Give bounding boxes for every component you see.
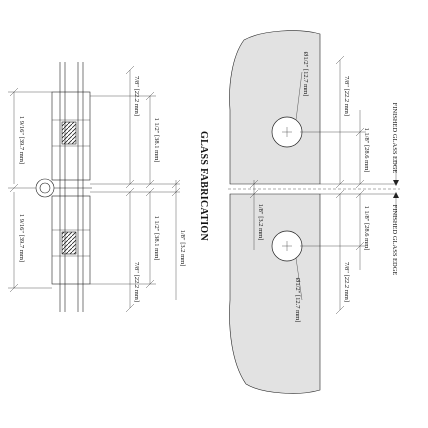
left-lower-inner-mid-dim: 1 1/2" [38.1 mm] [153, 216, 160, 261]
right-section: Ø1/2" [12.7 mm] Ø1/2" [12.7 mm] 7/8" [22… [228, 30, 400, 394]
upper-glass-panel [229, 30, 321, 185]
finished-edge-bottom-label: FINISHED GLASS EDGE [391, 205, 398, 276]
lower-glass-panel [229, 193, 321, 394]
top-edge-dim: 7/8" [22.2 mm] [343, 76, 350, 116]
left-gap-dim: 1/8" [3.2 mm] [179, 230, 186, 267]
left-upper-inner-top-dim: 7/8" [22.2 mm] [133, 76, 140, 116]
upper-clamp-block [51, 91, 91, 181]
left-upper-inner-mid-dim: 1 1/2" [38.1 mm] [153, 118, 160, 163]
bottom-edge-dim: 7/8" [22.2 mm] [343, 262, 350, 302]
hinge-pin [35, 178, 55, 198]
left-lower-inner-bottom-dim: 7/8" [22.2 mm] [133, 262, 140, 302]
lower-clamp-block [51, 195, 91, 285]
lower-gasket [61, 231, 77, 255]
hole-bottom-dim: Ø1/2" [12.7 mm] [294, 278, 301, 323]
left-section: 1 9/16" [39.7 mm] 1 9/16" [39.7 mm] 7/8"… [8, 62, 186, 313]
upper-gasket [61, 121, 77, 145]
finished-edge-top-label: FINISHED GLASS EDGE [391, 103, 398, 174]
hole-top-dim: Ø1/2" [12.7 mm] [302, 52, 309, 97]
top-spacing-dim: 1 1/8" [28.6 mm] [363, 128, 370, 173]
bottom-spacing-dim: 1 1/8" [28.6 mm] [363, 206, 370, 251]
right-gap-dim: 1/8" [3.2 mm] [257, 204, 264, 241]
left-upper-outer-dim: 1 9/16" [39.7 mm] [18, 116, 25, 164]
left-lower-outer-dim: 1 9/16" [39.7 mm] [18, 214, 25, 262]
drawing-title: GLASS FABRICATION [198, 131, 209, 242]
